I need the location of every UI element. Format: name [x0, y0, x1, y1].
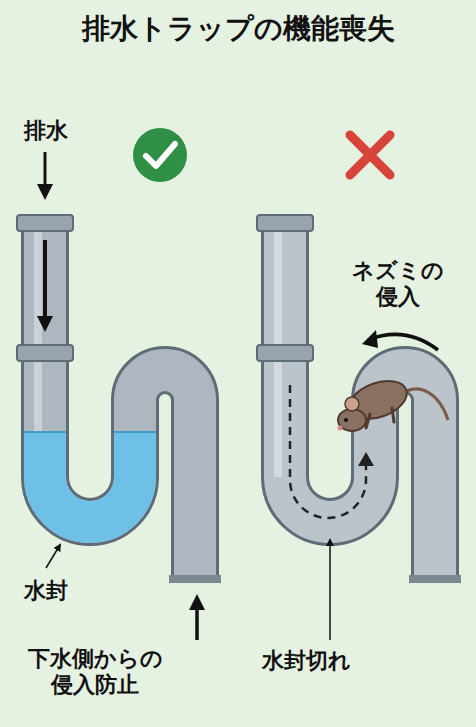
drain-arrow [45, 152, 46, 196]
check-icon [133, 128, 187, 182]
rat [366, 408, 394, 428]
title: 排水トラップの機能喪失 [0, 12, 476, 46]
pipe-left [45, 215, 195, 580]
pipe-right [409, 575, 461, 583]
leader-lines [329, 540, 331, 640]
pipe-left [24, 431, 156, 433]
pipe-right [257, 215, 313, 231]
pipe-left [43, 240, 47, 328]
pipe-right [290, 385, 366, 518]
rat [345, 397, 359, 411]
pipe-left [169, 575, 221, 583]
pipe-left [17, 345, 73, 361]
seal-loss-label: 水封切れ [262, 648, 372, 674]
rat [338, 374, 449, 431]
check-icon [146, 144, 175, 166]
entry-arrow [368, 334, 438, 350]
rat [344, 418, 348, 422]
cross-icon [350, 135, 390, 175]
pipe-right [358, 452, 374, 466]
leader-lines [46, 540, 330, 640]
drain-arrow [44, 152, 47, 196]
rat [338, 426, 343, 431]
water-seal-label: 水封 [24, 578, 94, 604]
check-icon [133, 128, 187, 182]
entry-arrow [362, 330, 438, 350]
pipe-left [45, 215, 195, 580]
leader-lines [46, 545, 60, 568]
pipe-left [17, 215, 73, 231]
drain-label: 排水 [24, 118, 84, 144]
prevention-label: 下水側からの 侵入防止 [20, 646, 170, 699]
pipe-right [257, 215, 461, 583]
pipe-left [45, 432, 135, 522]
rat-entry-label: ネズミの 侵入 [348, 258, 448, 311]
rat [338, 409, 366, 431]
pipe-right [257, 345, 313, 361]
cross-icon [350, 135, 390, 175]
leader-lines [195, 598, 199, 640]
entry-arrow [362, 330, 378, 348]
pipe-left [17, 215, 221, 583]
